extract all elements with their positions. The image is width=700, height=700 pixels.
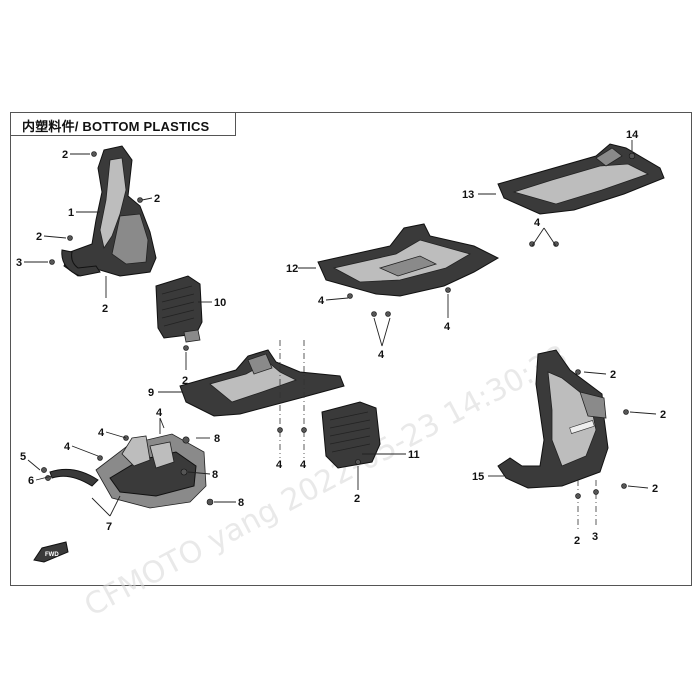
callout-4: 4 (444, 321, 451, 333)
callout-3: 3 (16, 257, 22, 269)
page-title: 内塑料件/ BOTTOM PLASTICS (22, 119, 210, 134)
callout-13: 13 (462, 189, 474, 201)
callout-7: 7 (106, 521, 112, 533)
callout-9: 9 (148, 387, 154, 399)
fwd-arrow: FWD (33, 541, 69, 563)
callout-12: 12 (286, 263, 298, 275)
callouts: 2 2 1 2 3 2 10 2 9 4 4 4 8 8 8 5 6 7 4 4… (16, 129, 666, 547)
title-box (10, 112, 236, 136)
part-1-left-fender (61, 145, 157, 277)
callout-2: 2 (36, 231, 42, 243)
part-13-rear-skid (497, 143, 665, 215)
callout-4: 4 (276, 459, 283, 471)
callout-4: 4 (378, 349, 385, 361)
callout-8: 8 (212, 469, 218, 481)
callout-3: 3 (592, 531, 598, 543)
callout-2: 2 (102, 303, 108, 315)
leader-lines (24, 140, 657, 517)
callout-4: 4 (98, 427, 105, 439)
callout-8: 8 (214, 433, 220, 445)
part-11-right-vent (321, 401, 381, 469)
fasteners (49, 151, 636, 506)
callout-2: 2 (610, 369, 616, 381)
part-15-right-fender (497, 349, 609, 489)
part-10-left-vent (155, 275, 203, 343)
axis-lines (279, 340, 597, 532)
callout-15: 15 (472, 471, 484, 483)
callout-2: 2 (154, 193, 160, 205)
callout-4: 4 (64, 441, 71, 453)
callout-11: 11 (408, 449, 420, 461)
part-9-center-tunnel (179, 349, 345, 417)
callout-4: 4 (318, 295, 325, 307)
callout-6: 6 (28, 475, 34, 487)
callout-10: 10 (214, 297, 226, 309)
callout-2: 2 (182, 375, 188, 387)
diagram-frame (10, 112, 692, 586)
callout-4: 4 (534, 217, 541, 229)
part-12-center-skid (317, 223, 500, 297)
callout-2: 2 (574, 535, 580, 547)
callout-2: 2 (62, 149, 68, 161)
callout-2: 2 (652, 483, 658, 495)
callout-2: 2 (354, 493, 360, 505)
callout-4: 4 (156, 407, 163, 419)
callout-5: 5 (20, 451, 26, 463)
part-7-lower-bracket (95, 433, 207, 509)
callout-8: 8 (238, 497, 244, 509)
fwd-label: FWD (45, 552, 59, 558)
callout-2: 2 (660, 409, 666, 421)
callout-14: 14 (626, 129, 639, 141)
callout-1: 1 (68, 207, 74, 219)
callout-4: 4 (300, 459, 307, 471)
